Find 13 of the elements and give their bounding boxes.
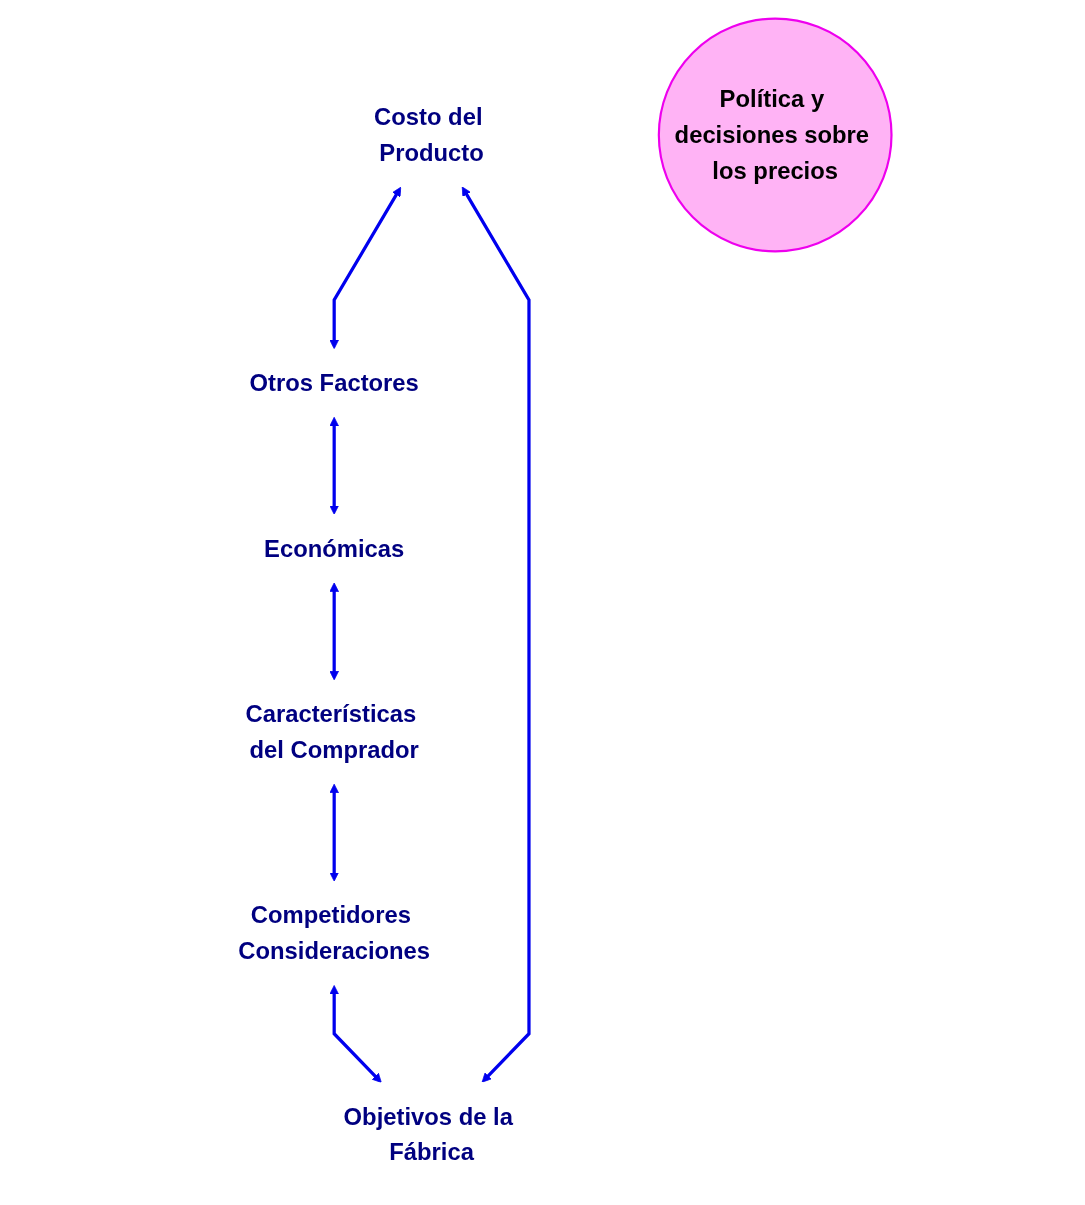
node-circle: Política y decisiones sobre los precios bbox=[657, 17, 893, 253]
arrow bbox=[329, 985, 382, 1083]
arrow bbox=[329, 783, 339, 882]
arrow bbox=[329, 416, 339, 515]
node-text: Competidores Consideraciones bbox=[238, 901, 431, 965]
node-text: Costo del Producto bbox=[374, 103, 484, 167]
arrow bbox=[329, 582, 339, 681]
arrow bbox=[329, 186, 402, 350]
node-text: Económicas bbox=[264, 534, 405, 562]
node-text: Características del Comprador bbox=[245, 700, 419, 764]
node-text: Otros Factores bbox=[249, 369, 419, 397]
node-text: Objetivos de la Fábrica bbox=[343, 1103, 513, 1166]
arrow bbox=[461, 186, 531, 1083]
